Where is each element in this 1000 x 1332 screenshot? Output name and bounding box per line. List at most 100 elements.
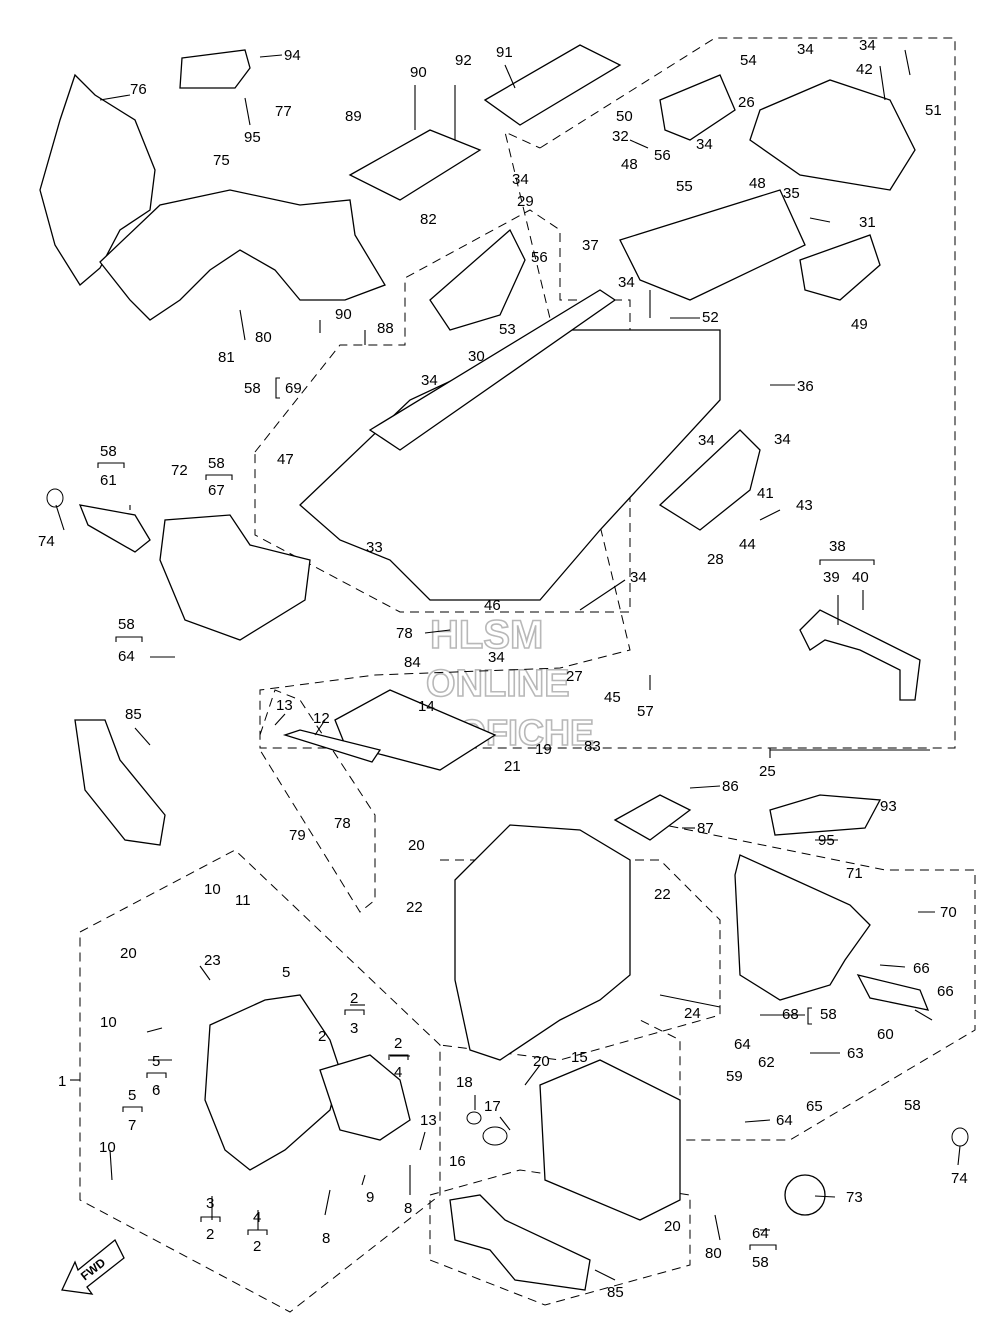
callout-95: 95 (818, 832, 835, 849)
callout-39: 39 (823, 569, 840, 586)
callout-61: 61 (100, 472, 117, 489)
callout-58: 58 (100, 443, 117, 460)
callout-65: 65 (806, 1098, 823, 1115)
callout-58: 58 (118, 616, 135, 633)
callout-2: 2 (350, 990, 358, 1007)
callout-13: 13 (420, 1112, 437, 1129)
callout-30: 30 (468, 348, 485, 365)
callout-60: 60 (877, 1026, 894, 1043)
callout-27: 27 (566, 668, 583, 685)
fwd-direction-arrow: FWD (61, 1238, 125, 1295)
callout-70: 70 (940, 904, 957, 921)
part-72-housing (159, 514, 311, 641)
callout-92: 92 (455, 52, 472, 69)
callout-13: 13 (276, 697, 293, 714)
callout-31: 31 (859, 214, 876, 231)
callout-34: 34 (698, 432, 715, 449)
callout-11: 11 (235, 892, 251, 909)
callout-56: 56 (531, 249, 548, 266)
callout-2: 2 (394, 1035, 402, 1052)
callout-47: 47 (277, 451, 294, 468)
part-91-plate (483, 44, 622, 126)
callout-8: 8 (322, 1230, 330, 1247)
callout-1: 1 (58, 1073, 66, 1090)
callout-4: 4 (394, 1064, 402, 1081)
callout-48: 48 (621, 156, 638, 173)
part-60-mount (856, 974, 930, 1011)
part-73-hub (784, 1174, 826, 1216)
callout-69: 69 (285, 380, 302, 397)
callout-45: 45 (604, 689, 621, 706)
callout-83: 83 (584, 738, 601, 755)
part-5-support (319, 1054, 411, 1141)
part-50-bracket (659, 74, 736, 141)
callout-91: 91 (496, 44, 513, 61)
callout-80: 80 (255, 329, 272, 346)
assembly-outline-frame (254, 209, 631, 613)
part-35-cross-member (619, 189, 806, 301)
callout-20: 20 (533, 1053, 550, 1070)
callout-26: 26 (738, 94, 755, 111)
callout-49: 49 (851, 316, 868, 333)
callout-4: 4 (253, 1209, 261, 1226)
callout-72: 72 (171, 462, 188, 479)
callout-36: 36 (797, 378, 814, 395)
callout-34: 34 (859, 37, 876, 54)
callout-58: 58 (244, 380, 261, 397)
callout-34: 34 (797, 41, 814, 58)
callout-62: 62 (758, 1054, 775, 1071)
callout-42: 42 (856, 61, 873, 78)
callout-10: 10 (99, 1139, 116, 1156)
callout-95: 95 (244, 129, 261, 146)
callout-84: 84 (404, 654, 421, 671)
callout-66: 66 (913, 960, 930, 977)
callout-57: 57 (637, 703, 654, 720)
callout-5: 5 (282, 964, 290, 981)
part-74-grommet-left (46, 488, 64, 508)
callout-85: 85 (125, 706, 142, 723)
callout-64: 64 (734, 1036, 751, 1053)
callout-22: 22 (406, 899, 423, 916)
part-74-grommet-right (951, 1127, 969, 1147)
callout-74: 74 (951, 1170, 968, 1187)
callout-93: 93 (880, 798, 897, 815)
callout-2: 2 (206, 1226, 214, 1243)
callout-2: 2 (253, 1238, 261, 1255)
group-brackets (97, 377, 875, 1250)
callout-34: 34 (630, 569, 647, 586)
callout-35: 35 (783, 185, 800, 202)
callout-8: 8 (404, 1200, 412, 1217)
callout-90: 90 (410, 64, 427, 81)
callout-15: 15 (571, 1049, 588, 1066)
callout-5: 5 (152, 1053, 160, 1070)
callout-20: 20 (408, 837, 425, 854)
callout-43: 43 (796, 497, 813, 514)
part-26-rear-plate (749, 79, 916, 191)
callout-34: 34 (696, 136, 713, 153)
callout-34: 34 (774, 431, 791, 448)
callout-58: 58 (752, 1254, 769, 1271)
callout-22: 22 (654, 886, 671, 903)
callout-14: 14 (418, 698, 435, 715)
part-71-guard (734, 854, 871, 1001)
callout-33: 33 (366, 539, 383, 556)
callout-58: 58 (904, 1097, 921, 1114)
callout-79: 79 (289, 827, 306, 844)
callout-85: 85 (607, 1284, 624, 1301)
callout-21: 21 (504, 758, 521, 775)
callout-75: 75 (213, 152, 230, 169)
callouts: 94 95 76 77 75 90 92 91 89 81 80 90 88 5… (38, 37, 968, 1301)
callout-18: 18 (456, 1074, 473, 1091)
callout-53: 53 (499, 321, 516, 338)
assembly-outline-plate (259, 689, 376, 913)
callout-56: 56 (654, 147, 671, 164)
part-85-bracket-bottom (449, 1194, 591, 1291)
callout-90: 90 (335, 306, 352, 323)
callout-58: 58 (820, 1006, 837, 1023)
callout-78: 78 (396, 625, 413, 642)
callout-78: 78 (334, 815, 351, 832)
callout-34: 34 (512, 171, 529, 188)
callout-34: 34 (488, 649, 505, 666)
parts (39, 44, 969, 1291)
part-12-rail (282, 729, 382, 763)
